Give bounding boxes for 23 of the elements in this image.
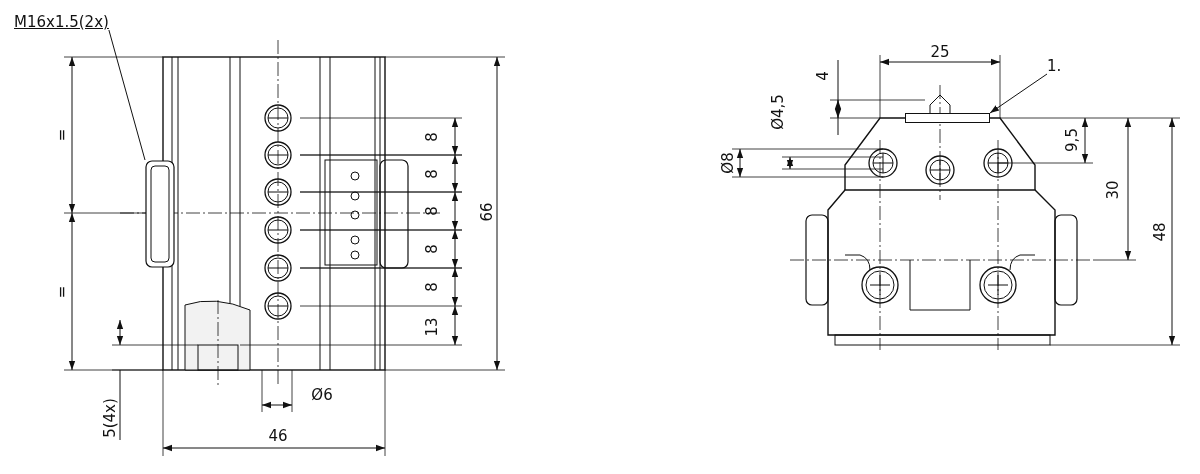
- dimension-label: 4: [815, 71, 831, 81]
- dimension-label: 8: [424, 169, 440, 179]
- dimension-label: Ø4,5: [770, 94, 786, 130]
- dimension-label: 46: [268, 428, 288, 444]
- dimension-label: 30: [1105, 180, 1121, 200]
- dimension-label: Ø6: [311, 387, 333, 403]
- dimension-label: 5(4x): [102, 398, 118, 438]
- dimension-label: =: [54, 128, 70, 142]
- dimension-label: 8: [424, 282, 440, 292]
- dimension-label: 25: [930, 44, 950, 60]
- dimension-label: 13: [424, 317, 440, 337]
- dimension-label: =: [54, 285, 70, 299]
- dimension-label: 9,5: [1064, 128, 1080, 152]
- callout-number: 1.: [1047, 58, 1062, 74]
- callout-text: M16x1.5(2x): [14, 14, 109, 30]
- leader-line: [108, 29, 146, 161]
- dimension-label: 8: [424, 244, 440, 254]
- dimension-label: Ø8: [720, 152, 736, 174]
- dimension-label: 66: [479, 202, 495, 222]
- dimension-label: 48: [1152, 222, 1168, 242]
- dimension-label: 8: [424, 132, 440, 142]
- leader-line: [989, 73, 1048, 114]
- dimension-label: 8: [424, 206, 440, 216]
